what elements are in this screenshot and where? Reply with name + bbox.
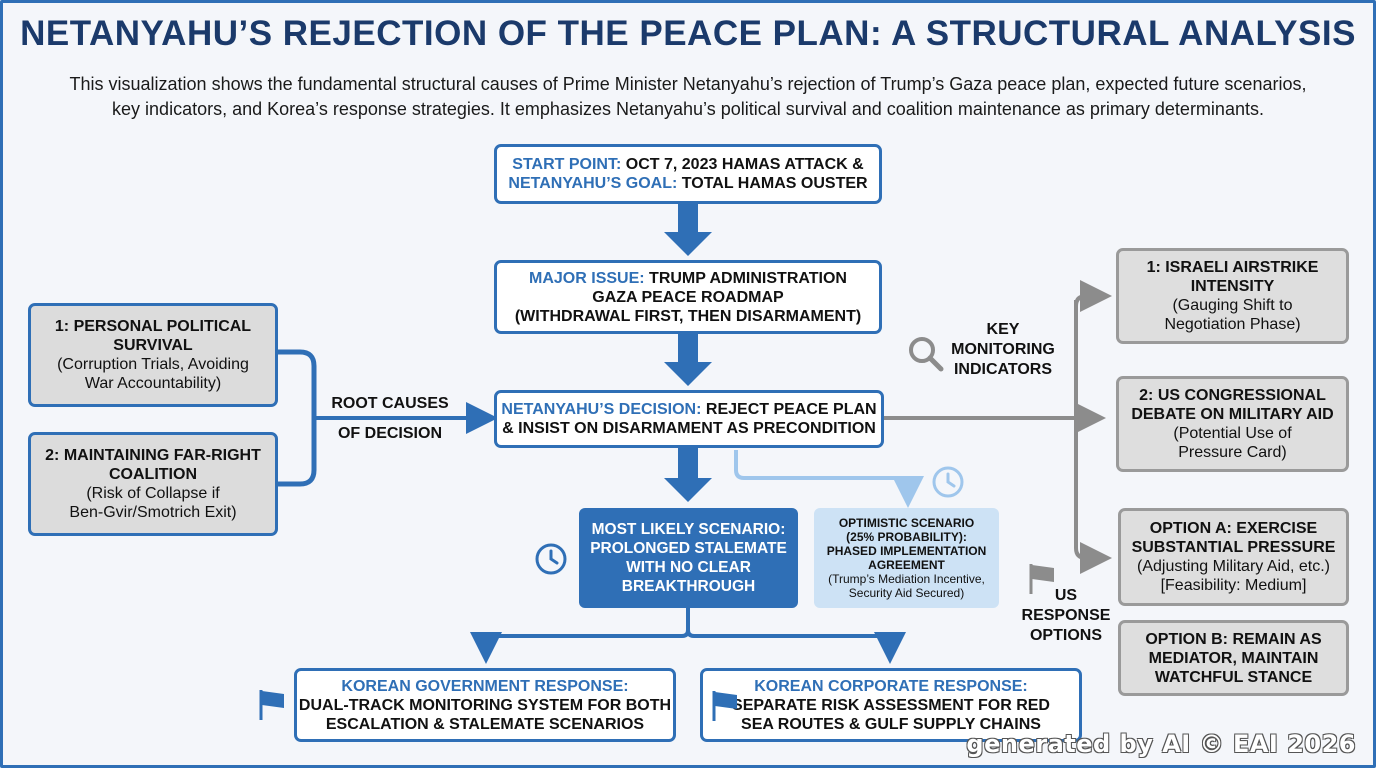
magnifier-icon [909,337,944,372]
cause2-detail-1: (Risk of Collapse if [86,485,220,502]
root-causes-label-2: OF DECISION [337,425,442,442]
us-response-label-1: US [1054,587,1078,604]
optimistic-arrow [734,450,924,508]
watermark: generated by AI © EAI 2026 [966,730,1356,758]
flag-icon-gray [1029,564,1054,594]
option-a-box: OPTION A: EXERCISE SUBSTANTIAL PRESSURE … [1118,508,1349,606]
cause2-detail-2: Ben-Gvir/Smotrich Exit) [69,504,237,521]
start-label-2: NETANYAHU’S GOAL: [508,175,678,192]
ind1-detail-2: Negotiation Phase) [1164,316,1301,333]
subtitle-line-2: key indicators, and Korea’s response str… [112,99,1264,119]
decision-text-2: & INSIST ON DISARMAMENT AS PRECONDITION [502,420,876,437]
cause1-title-2: SURVIVAL [113,337,193,354]
indicator-1-box: 1: ISRAELI AIRSTRIKE INTENSITY (Gauging … [1116,248,1349,344]
most-likely-scenario-box: MOST LIKELY SCENARIO: PROLONGED STALEMAT… [579,508,798,608]
arrow-decision-to-scenario [664,448,712,502]
flag-icon-gov [259,690,284,720]
optA-title-1: OPTION A: EXERCISE [1149,520,1318,537]
likely-line-3: WITH NO CLEAR [626,559,751,576]
decision-label: NETANYAHU’S DECISION: [501,401,702,418]
korea-branch [470,608,690,664]
likely-line-4: BREAKTHROUGH [621,578,756,595]
decision-text-1: REJECT PEACE PLAN [705,401,877,418]
us-response-label-3: OPTIONS [1029,627,1102,644]
opt-detail-1: (Trump’s Mediation Incentive, [828,572,985,586]
monitoring-label-3: INDICATORS [953,361,1053,378]
root-causes-label-1: ROOT CAUSES [331,395,449,412]
korea-gov-label: KOREAN GOVERNMENT RESPONSE: [341,677,629,695]
opt-detail-2: Security Aid Secured) [848,586,965,600]
issue-text-3: (WITHDRAWAL FIRST, THEN DISARMAMENT) [514,307,862,325]
start-point-box: START POINT: OCT 7, 2023 HAMAS ATTACK & … [494,144,882,204]
opt-line-2: (25% PROBABILITY): [846,530,967,544]
clock-icon-light [932,466,964,498]
ind1-detail-1: (Gauging Shift to [1172,297,1293,314]
optimistic-scenario-box: OPTIMISTIC SCENARIO (25% PROBABILITY): P… [814,508,999,608]
us-response-label-2: RESPONSE [1021,607,1111,624]
issue-label: MAJOR ISSUE: [529,269,645,287]
page-title: NETANYAHU’S REJECTION OF THE PEACE PLAN:… [20,14,1356,53]
root-cause-1-box: 1: PERSONAL POLITICAL SURVIVAL (Corrupti… [28,303,278,407]
decision-box: NETANYAHU’S DECISION: REJECT PEACE PLAN … [494,390,884,448]
issue-text-1: TRUMP ADMINISTRATION [649,269,847,287]
ind2-title-2: DEBATE ON MILITARY AID [1131,406,1334,423]
optA-detail-2: [Feasibility: Medium] [1160,577,1307,594]
ind2-detail-1: (Potential Use of [1173,425,1292,442]
arrow-issue-to-decision [664,334,712,386]
arrow-start-to-issue [664,204,712,256]
page-subtitle: This visualization shows the fundamental… [20,72,1356,122]
korea-gov-text-2: ESCALATION & STALEMATE SCENARIOS [325,715,645,733]
subtitle-line-1: This visualization shows the fundamental… [69,74,1307,94]
monitoring-label-1: KEY [986,321,1020,338]
korea-gov-text-1: DUAL-TRACK MONITORING SYSTEM FOR BOTH [298,696,672,714]
us-response-label: US RESPONSE OPTIONS [1014,586,1118,646]
start-text-2: TOTAL HAMAS OUSTER [681,175,868,192]
cause1-title-1: 1: PERSONAL POLITICAL [54,318,252,335]
korea-corp-label: KOREAN CORPORATE RESPONSE: [754,677,1028,695]
cause1-detail-1: (Corruption Trials, Avoiding [57,356,249,373]
cause2-title-2: COALITION [109,466,197,483]
ind2-detail-2: Pressure Card) [1178,444,1287,461]
monitoring-label: KEY MONITORING INDICATORS [938,320,1068,380]
issue-text-2: GAZA PEACE ROADMAP [592,288,784,306]
optB-title-3: WATCHFUL STANCE [1154,668,1313,686]
indicator-trunk [1074,280,1112,312]
optA-title-2: SUBSTANTIAL PRESSURE [1131,539,1336,556]
optA-detail-1: (Adjusting Military Aid, etc.) [1137,558,1330,575]
option-b-box: OPTION B: REMAIN AS MEDIATOR, MAINTAIN W… [1118,620,1349,696]
indicator-2-box: 2: US CONGRESSIONAL DEBATE ON MILITARY A… [1116,376,1349,472]
opt-line-3: PHASED IMPLEMENTATION [826,544,987,558]
optB-title-1: OPTION B: REMAIN AS [1145,630,1322,648]
korean-government-box: KOREAN GOVERNMENT RESPONSE: DUAL-TRACK M… [294,668,676,742]
ind1-title-2: INTENSITY [1190,278,1275,295]
start-label-1: START POINT: [512,156,622,173]
likely-line-1: MOST LIKELY SCENARIO: [591,521,786,538]
korean-corporate-box: KOREAN CORPORATE RESPONSE: SEPARATE RISK… [700,668,1082,742]
flag-icon-corp [712,691,737,721]
ind2-title-1: 2: US CONGRESSIONAL [1139,387,1326,404]
start-text-1: OCT 7, 2023 HAMAS ATTACK & [625,156,864,173]
korea-corp-text-1: SEPARATE RISK ASSESSMENT FOR RED [732,696,1050,714]
cause1-detail-2: War Accountability) [84,375,222,392]
opt-line-1: OPTIMISTIC SCENARIO [838,516,975,530]
cause2-title-1: 2: MAINTAINING FAR-RIGHT [45,447,261,464]
ind1-title-1: 1: ISRAELI AIRSTRIKE [1146,259,1319,276]
opt-line-4: AGREEMENT [868,558,945,572]
likely-line-2: PROLONGED STALEMATE [590,540,787,557]
root-cause-bracket [278,349,317,487]
root-cause-2-box: 2: MAINTAINING FAR-RIGHT COALITION (Risk… [28,432,278,536]
major-issue-box: MAJOR ISSUE: TRUMP ADMINISTRATION GAZA P… [494,260,882,334]
monitoring-label-2: MONITORING [951,341,1055,358]
optB-title-2: MEDIATOR, MAINTAIN [1148,649,1319,667]
clock-icon [535,543,567,575]
korea-corp-text-2: SEA ROUTES & GULF SUPPLY CHAINS [741,715,1041,733]
